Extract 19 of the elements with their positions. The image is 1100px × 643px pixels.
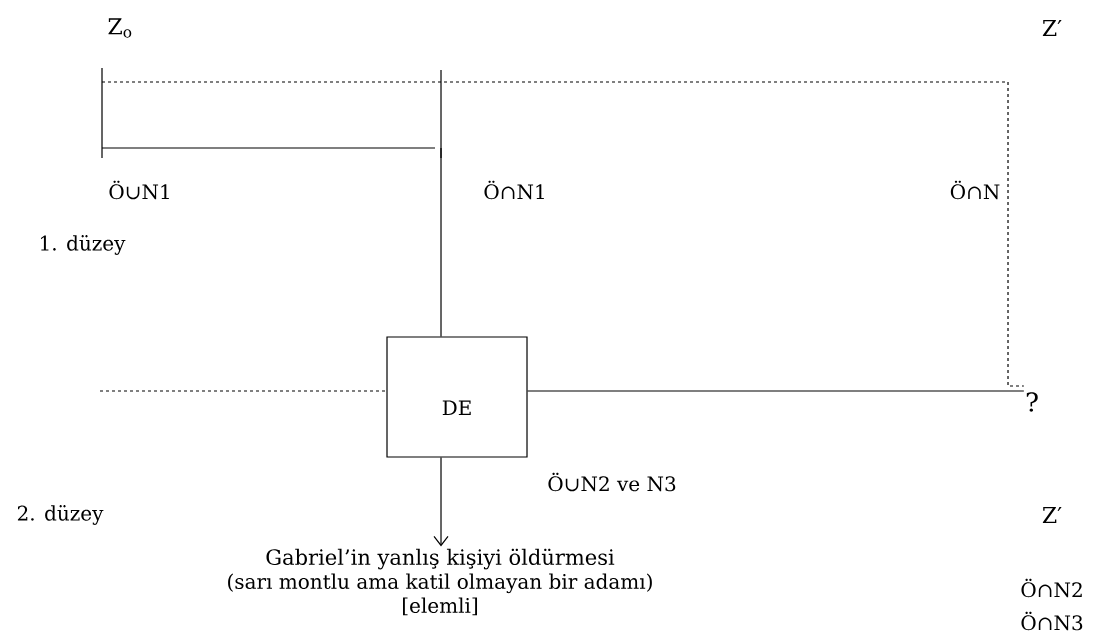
connector-line xyxy=(527,390,1025,392)
text-label: Z′ xyxy=(1042,507,1062,524)
connector-line xyxy=(440,69,442,337)
text-label: Ö∪N1 xyxy=(109,180,169,200)
text-label: Ö∩N3 xyxy=(1021,611,1083,631)
text-label: Ö∩N1 xyxy=(484,180,544,200)
text-label: Z$_{o}$ xyxy=(108,18,132,38)
question-mark: ? xyxy=(1026,392,1038,412)
arrow xyxy=(433,457,449,547)
process-box: DE xyxy=(386,336,528,458)
outcome-text: Gabriel’in yanlış kişiyi öldürmesi (sarı montlu ama katil olmayan bir adamı) [elemli] xyxy=(228,548,652,616)
text-label: Ö∪N2 ve N3 xyxy=(548,472,676,492)
text-label: 2. düzey xyxy=(17,505,104,525)
text-label: Ö∩N xyxy=(950,180,1000,200)
text-label: 1. düzey xyxy=(41,235,126,255)
connector-line xyxy=(99,390,387,392)
text-label: Ö∩N2 xyxy=(1021,578,1082,598)
text-label: Z′ xyxy=(1042,20,1062,36)
connector-line xyxy=(101,81,1025,387)
